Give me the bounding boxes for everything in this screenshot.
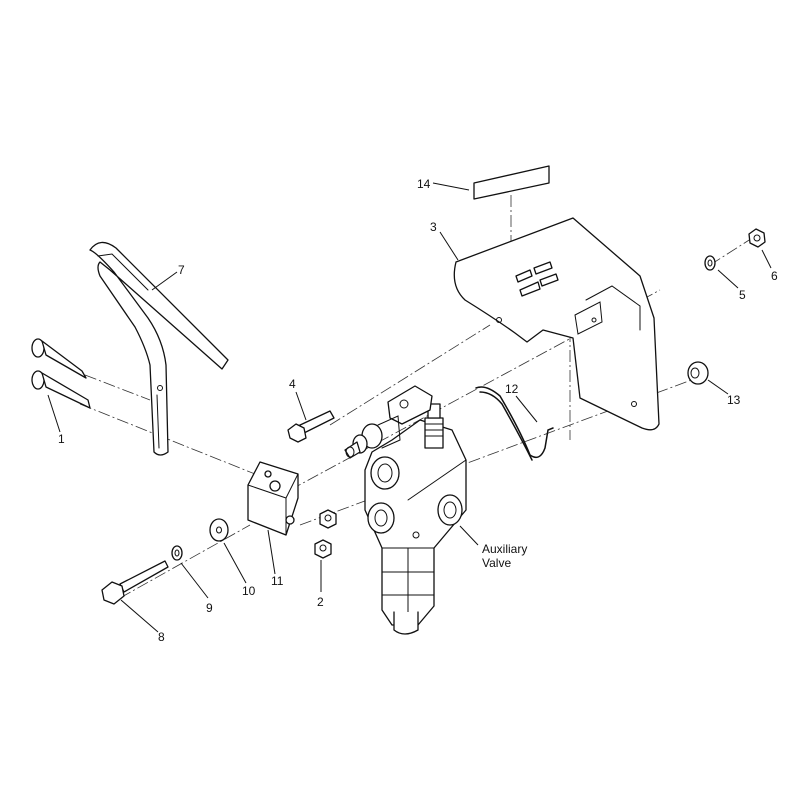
callout-1: 1 [58, 432, 65, 446]
bracket-arm-part-7 [89, 241, 229, 456]
callout-8: 8 [158, 630, 165, 644]
callout-3: 3 [430, 220, 437, 234]
spacer-block-part-11 [247, 461, 299, 536]
callout-9: 9 [206, 601, 213, 615]
callout-14: 14 [417, 177, 431, 191]
hex-nut-part-6 [748, 228, 766, 248]
callout-2: 2 [317, 595, 324, 609]
leader-lines [47, 182, 772, 633]
auxiliary-valve-label-line1: Auxiliary [482, 542, 528, 556]
spring-clip-part-12 [475, 386, 554, 459]
hex-nuts-part-2 [314, 509, 337, 559]
callout-10: 10 [242, 584, 256, 598]
callout-13: 13 [727, 393, 741, 407]
auxiliary-valve-label-line2: Valve [482, 556, 512, 570]
lock-washer-part-5 [704, 255, 716, 271]
carriage-bolts-part-1 [31, 338, 91, 409]
callout-11: 11 [271, 574, 284, 588]
hex-bolt-part-8 [101, 560, 169, 605]
callout-5: 5 [739, 288, 746, 302]
callout-4: 4 [289, 377, 296, 391]
lock-washer-part-9 [171, 545, 183, 561]
mounting-plate-part-3 [453, 217, 660, 431]
callout-7: 7 [178, 263, 185, 277]
flat-washer-part-10 [209, 518, 229, 542]
spacer-bushing-part-13 [687, 361, 709, 385]
decal-part-14 [473, 165, 550, 200]
callout-12: 12 [505, 382, 519, 396]
bolt-part-4 [287, 410, 335, 443]
callout-6: 6 [771, 269, 778, 283]
auxiliary-valve [344, 385, 467, 635]
